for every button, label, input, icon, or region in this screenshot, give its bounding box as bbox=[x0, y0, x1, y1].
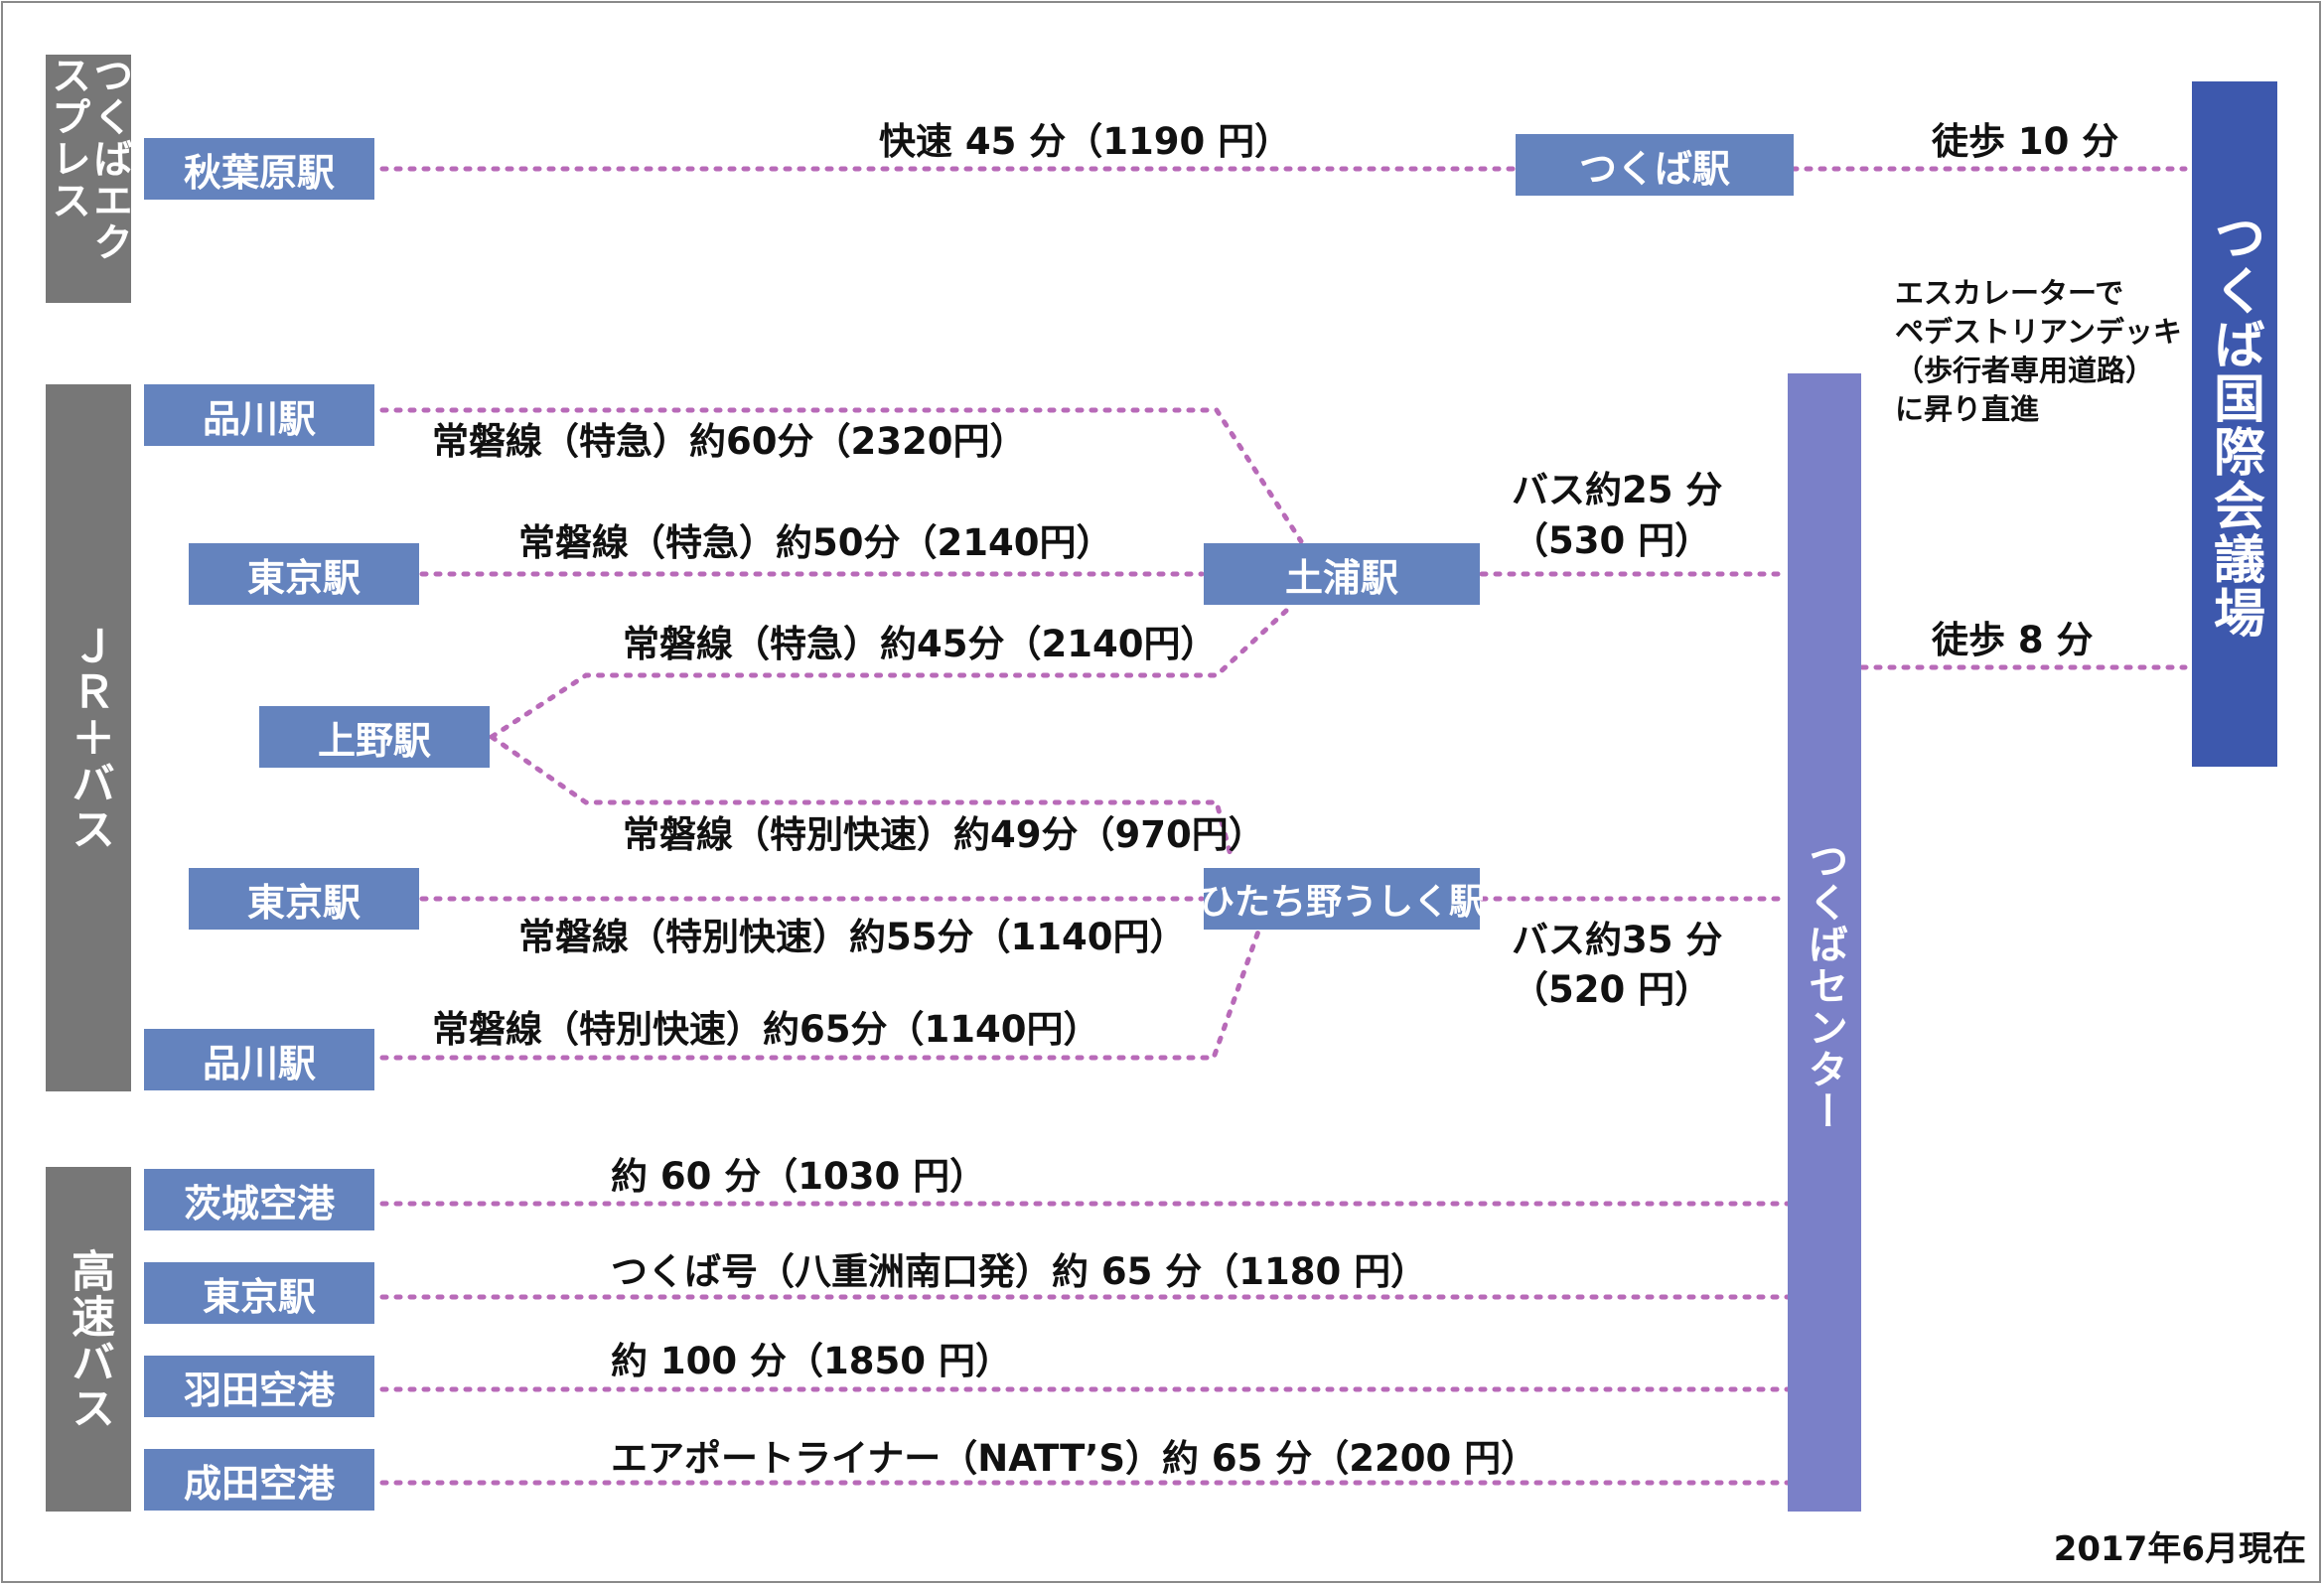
line-ueno-tsuchiura bbox=[489, 608, 1289, 740]
station-ibaraki-airport[interactable]: 茨城空港 bbox=[144, 1169, 374, 1230]
route-label-ibaraki-bus: 約 60 分（1030 円） bbox=[611, 1155, 987, 1198]
station-ueno[interactable]: 上野駅 bbox=[259, 706, 490, 768]
route-label-tokyo-bus: つくば号（八重洲南口発）約 65 分（1180 円） bbox=[611, 1250, 1428, 1293]
category-jr-bus: ＪＲ＋バス bbox=[46, 384, 131, 1091]
route-label-tokyo-ltd-exp: 常磐線（特急）約50分（2140円） bbox=[518, 521, 1113, 564]
category-highway-bus: 高速バス bbox=[46, 1167, 131, 1512]
station-narita-airport[interactable]: 成田空港 bbox=[144, 1449, 374, 1511]
route-label-narita-bus: エアポートライナー（NATT’S）約 65 分（2200 円） bbox=[611, 1437, 1538, 1480]
route-label-shinagawa-special-rapid: 常磐線（特別快速）約65分（1140円） bbox=[432, 1008, 1100, 1051]
route-label-bus-35-fare: （520 円） bbox=[1512, 968, 1712, 1011]
station-shinagawa[interactable]: 品川駅 bbox=[144, 1029, 374, 1090]
route-label-walk-8: 徒歩 8 分 bbox=[1932, 619, 2094, 661]
route-label-bus-25: バス約25 分 bbox=[1512, 469, 1723, 511]
international-congress-center-bar[interactable]: つくば国際会議場 bbox=[2192, 81, 2277, 767]
route-label-shinagawa-ltd-exp: 常磐線（特急）約60分（2320円） bbox=[432, 420, 1027, 463]
route-label-ueno-ltd-exp: 常磐線（特急）約45分（2140円） bbox=[623, 623, 1218, 665]
line-ueno-hitachino bbox=[489, 734, 1235, 862]
as-of-date: 2017年6月現在 bbox=[2053, 1529, 2306, 1569]
route-label-tokyo-special-rapid: 常磐線（特別快速）約55分（1140円） bbox=[518, 916, 1187, 958]
escalator-note: エスカレーターで ペデストリアンデッキ （歩行者専用道路） に昇り直進 bbox=[1895, 274, 2182, 430]
note-line: に昇り直進 bbox=[1895, 392, 2040, 427]
note-line: （歩行者専用道路） bbox=[1895, 354, 2155, 388]
station-tokyo[interactable]: 東京駅 bbox=[189, 868, 419, 930]
route-label-tx-rapid: 快速 45 分（1190 円） bbox=[879, 120, 1292, 163]
route-label-haneda-bus: 約 100 分（1850 円） bbox=[611, 1340, 1012, 1382]
station-haneda-airport[interactable]: 羽田空港 bbox=[144, 1356, 374, 1417]
note-line: エスカレーターで bbox=[1895, 276, 2124, 310]
category-tsukuba-express: つくばエクスプレス bbox=[45, 55, 132, 303]
station-tsukuba[interactable]: つくば駅 bbox=[1516, 134, 1794, 196]
station-akihabara[interactable]: 秋葉原駅 bbox=[144, 138, 374, 200]
route-label-walk-10: 徒歩 10 分 bbox=[1932, 120, 2119, 163]
station-tokyo[interactable]: 東京駅 bbox=[144, 1262, 374, 1324]
line-shinagawa-hitachino bbox=[379, 926, 1262, 1061]
route-label-ueno-special-rapid: 常磐線（特別快速）約49分（970円） bbox=[623, 813, 1265, 856]
station-tsuchiura[interactable]: 土浦駅 bbox=[1204, 543, 1480, 605]
route-label-bus-35: バス約35 分 bbox=[1512, 919, 1723, 961]
tsukuba-center-bar[interactable]: つくばセンター bbox=[1788, 373, 1861, 1512]
station-tokyo[interactable]: 東京駅 bbox=[189, 543, 419, 605]
note-line: ペデストリアンデッキ bbox=[1895, 315, 2182, 350]
line-shinagawa-tsuchiura bbox=[379, 407, 1304, 544]
station-shinagawa[interactable]: 品川駅 bbox=[144, 384, 374, 446]
station-hitachino-ushiku[interactable]: ひたち野うしく駅 bbox=[1199, 868, 1485, 930]
route-label-bus-25-fare: （530 円） bbox=[1512, 519, 1712, 562]
